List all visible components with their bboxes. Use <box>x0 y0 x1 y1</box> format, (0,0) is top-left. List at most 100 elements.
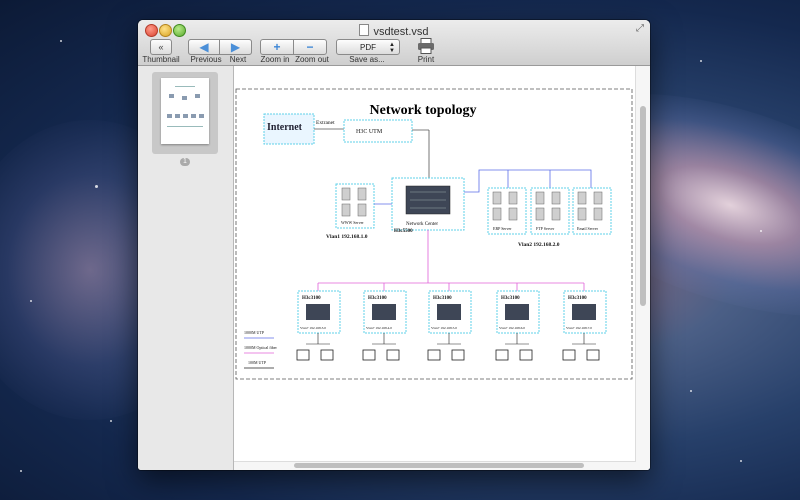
www-server-icons <box>341 187 367 217</box>
horizontal-scrollbar[interactable] <box>234 461 636 470</box>
star <box>20 470 22 472</box>
save-as-label: Save as... <box>349 55 385 64</box>
utm-node <box>343 119 413 143</box>
legend-utp-1000: 1000M UTP <box>244 330 265 335</box>
thumb-line <box>167 126 203 127</box>
utm-label: H3C UTM <box>356 129 383 135</box>
switch-name: H3c3100 <box>568 296 587 301</box>
thumb-shape <box>175 114 180 118</box>
thumb-shape <box>195 94 200 98</box>
server-bus <box>464 169 592 193</box>
star <box>740 460 742 462</box>
printer-icon[interactable] <box>417 38 435 54</box>
email-label: Email Server <box>577 226 599 231</box>
star <box>95 185 98 188</box>
minimize-button[interactable] <box>159 24 172 37</box>
switch-name: H3c3100 <box>302 296 321 301</box>
legend: 1000M UTP 1000M Optical fiber 100M UTP <box>244 330 278 369</box>
network-diagram: Network topology Internet Extranet H3C U… <box>235 88 633 380</box>
arrow-left-icon: ◀ <box>199 40 209 54</box>
switch-icon <box>306 304 330 320</box>
document-icon <box>359 24 370 36</box>
print-label: Print <box>417 55 435 64</box>
page-number-badge: 1 <box>180 158 190 166</box>
thumbnail-label: Thumbnail <box>142 55 180 64</box>
workstation-icon <box>562 349 576 361</box>
document-area[interactable]: Network topology Internet Extranet H3C U… <box>234 66 650 470</box>
star <box>700 60 702 62</box>
vertical-scroll-thumb[interactable] <box>640 106 646 306</box>
arrow-right-icon: ▶ <box>230 40 241 54</box>
sidebar-toggle-icon: « <box>158 42 164 52</box>
thumb-shape <box>167 114 172 118</box>
close-button[interactable] <box>145 24 158 37</box>
document-page: Network topology Internet Extranet H3C U… <box>234 66 636 462</box>
thumb-title-line <box>175 86 195 87</box>
switch-frame <box>363 290 407 334</box>
next-button[interactable]: ▶ <box>219 39 252 55</box>
star <box>60 40 62 42</box>
thumb-shape <box>191 114 196 118</box>
minus-icon: − <box>306 40 314 54</box>
vlan1-label: Vlan1 192.168.1.0 <box>326 234 368 240</box>
switch-name: H3c3100 <box>501 296 520 301</box>
switch-vlan: Vlan7 192.168.6.0 <box>499 326 525 330</box>
previous-button[interactable]: ◀ <box>188 39 220 55</box>
horizontal-scroll-thumb[interactable] <box>294 463 584 468</box>
thumbnail-button[interactable]: « <box>150 39 172 55</box>
workstation-icon <box>320 349 334 361</box>
extranet-label: Extranet <box>316 120 335 126</box>
switch-name: H3c3100 <box>433 296 452 301</box>
thumbnail-page <box>161 78 209 144</box>
thumbnail-sidebar: 1 <box>138 66 234 470</box>
access-switch-5: H3c3100 Vlan7 192.168.7.0 <box>562 283 607 361</box>
vertical-scrollbar[interactable] <box>635 66 650 470</box>
internet-label: Internet <box>267 122 303 133</box>
switch-vlan: Vlan7 192.168.4.0 <box>366 326 392 330</box>
format-select[interactable]: PDF ▲▼ <box>336 39 400 55</box>
switch-icon <box>437 304 461 320</box>
thumb-shape <box>199 114 204 118</box>
workstation-icon <box>495 349 509 361</box>
workstation-icon <box>296 349 310 361</box>
next-label: Next <box>229 55 247 64</box>
plus-icon: + <box>273 40 281 54</box>
zoom-out-label: Zoom out <box>295 55 329 64</box>
workstation-icon <box>427 349 441 361</box>
access-switch-3: H3c3100 Vlan7 192.168.5.0 <box>427 283 472 361</box>
zoom-out-button[interactable]: − <box>293 39 327 55</box>
star <box>30 300 32 302</box>
zoom-in-button[interactable]: + <box>260 39 294 55</box>
star <box>110 420 112 422</box>
diagram-title: Network topology <box>370 103 477 118</box>
page-thumbnail[interactable] <box>152 72 218 154</box>
core-switch-label: H3c5500 <box>394 229 413 234</box>
www-label: WWW Server <box>341 220 364 225</box>
legend-utp-100: 100M UTP <box>248 360 267 365</box>
switch-icon <box>572 304 596 320</box>
switch-name: H3c3100 <box>368 296 387 301</box>
workstation-icon <box>386 349 400 361</box>
legend-fiber: 1000M Optical fiber <box>244 345 278 350</box>
vlan2-label: Vlan2 192.168.2.0 <box>518 242 560 248</box>
thumb-shape <box>183 114 188 118</box>
window-title-text: vsdtest.vsd <box>373 26 429 38</box>
switch-icon <box>505 304 529 320</box>
fullscreen-icon[interactable]: ⤢ <box>636 23 644 34</box>
ftp-server-icons <box>535 191 561 221</box>
page-border <box>235 88 633 380</box>
updown-arrows-icon: ▲▼ <box>389 42 395 54</box>
switch-vlan: Vlan7 192.168.7.0 <box>566 326 592 330</box>
workstation-icon <box>362 349 376 361</box>
switch-icon <box>372 304 396 320</box>
erp-label: ERP Server <box>493 226 512 231</box>
workstation-icon <box>586 349 600 361</box>
thumb-shape <box>169 94 174 98</box>
format-select-value: PDF <box>360 42 376 52</box>
network-center-label: Network Center <box>406 222 438 227</box>
star <box>760 230 762 232</box>
workstation-icon <box>451 349 465 361</box>
zoom-in-label: Zoom in <box>260 55 290 64</box>
star <box>690 390 692 392</box>
zoom-window-button[interactable] <box>173 24 186 37</box>
